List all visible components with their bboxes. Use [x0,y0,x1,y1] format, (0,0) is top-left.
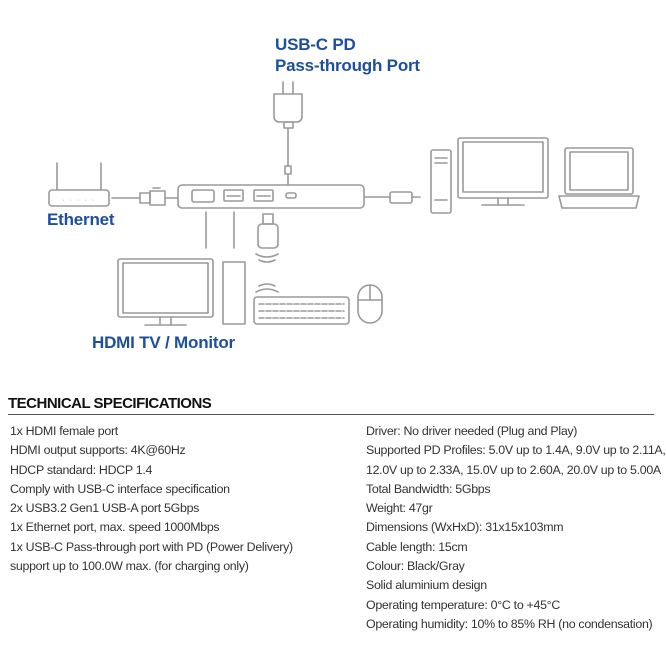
ethernet-cable-icon [111,187,179,206]
usb-c-hub-icon [177,184,421,209]
power-adapter-icon [273,81,303,186]
spec-line: Cable length: 15cm [366,539,468,554]
diagram-illustration: · · · · · [48,81,640,326]
spec-line: Comply with USB-C interface specificatio… [10,481,230,496]
spec-line: Total Bandwidth: 5Gbps [366,481,491,496]
spec-line: 12.0V up to 2.33A, 15.0V up to 2.60A, 20… [366,462,661,477]
specs-divider [8,414,654,415]
spec-line: HDCP standard: HDCP 1.4 [10,462,153,477]
router-icon [48,162,110,207]
spec-line: Driver: No driver needed (Plug and Play) [366,424,578,438]
tv-monitor-icon [117,258,214,326]
router-leds: · · · · · [63,197,96,204]
ethernet-label: Ethernet [47,210,115,229]
spec-line: HDMI output supports: 4K@60Hz [10,443,186,458]
spec-line: 1x Ethernet port, max. speed 1000Mbps [10,520,220,535]
external-drive-icon [222,261,246,325]
spec-line: Dimensions (WxHxD): 31x15x103mm [366,520,564,535]
specs-left-column: 1x HDMI female port HDMI output supports… [10,422,355,576]
usb-c-pd-label: USB-C PD Pass-through Port [275,34,420,76]
laptop-icon [558,147,640,209]
usb-c-pd-label-line1: USB-C PD [275,35,356,54]
hdmi-label: HDMI TV / Monitor [92,333,235,352]
spec-line: Weight: 47gr [366,501,433,516]
connection-diagram: · · · · · USB-C PD Pass-through Port Eth… [47,34,640,352]
specs-title: TECHNICAL SPECIFICATIONS [8,395,212,412]
spec-line: 1x HDMI female port [10,424,118,438]
usb-c-pd-label-line2: Pass-through Port [275,56,420,75]
spec-line: Colour: Black/Gray [366,559,465,574]
wireless-signal-icon [255,253,279,293]
spec-line: Operating humidity: 10% to 85% RH (no co… [366,616,653,631]
spec-line: Supported PD Profiles: 5.0V up to 1.4A, … [366,443,666,458]
spec-line: 1x USB-C Pass-through port with PD (Powe… [10,539,293,554]
desktop-monitor-icon [457,137,549,206]
keyboard-icon [253,296,350,325]
specs-right-column: Driver: No driver needed (Plug and Play)… [366,422,666,634]
usb-dongle-icon [257,213,279,249]
desktop-tower-icon [430,149,452,214]
spec-line: support up to 100.0W max. (for charging … [10,559,249,574]
spec-line: Operating temperature: 0°C to +45°C [366,597,560,612]
spec-line: Solid aluminium design [366,578,487,593]
spec-line: 2x USB3.2 Gen1 USB-A port 5Gbps [10,501,200,516]
mouse-icon [357,284,383,324]
